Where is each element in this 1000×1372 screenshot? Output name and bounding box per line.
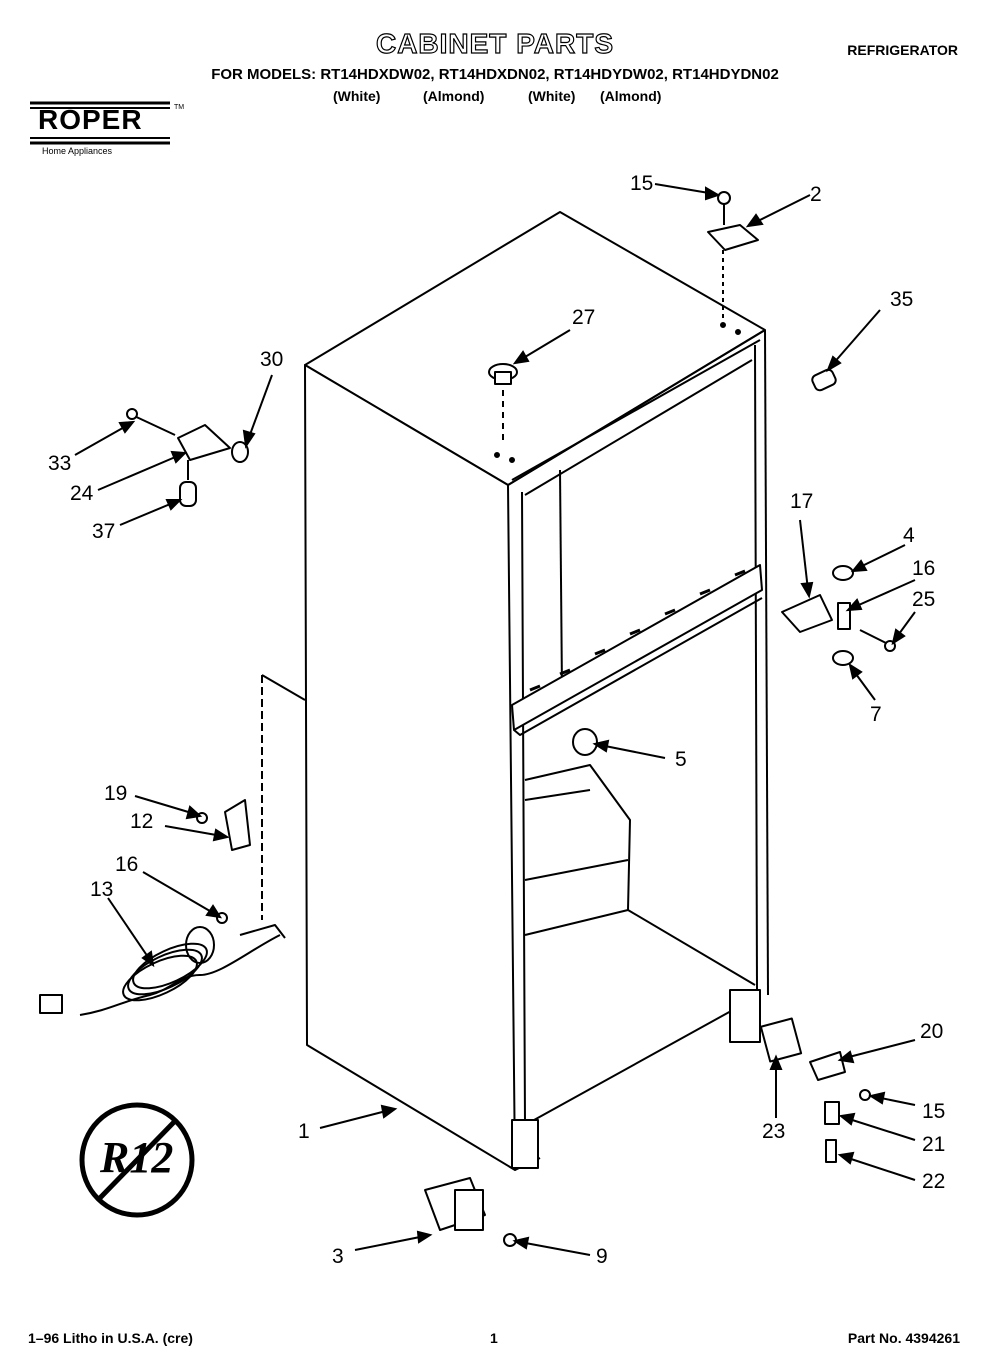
callout-25-screw: 25: [912, 588, 936, 611]
model-list: FOR MODELS: RT14HDXDW02, RT14HDXDN02, RT…: [211, 66, 779, 83]
part-24-handle-bracket: [126, 408, 249, 507]
callout-19-screw: 19: [104, 782, 128, 805]
callout-13-power-cord: 13: [90, 878, 114, 901]
callout-37-spacer: 37: [92, 520, 116, 543]
part-17-center-hinge: [781, 565, 896, 666]
callout-30-handle-nut: 30: [260, 348, 284, 371]
part-5-plug: [572, 728, 598, 756]
callout-15-top-screw: 15: [630, 172, 654, 195]
callout-3-leveling-bracket: 3: [332, 1245, 344, 1268]
model-variant-2: (Almond): [423, 88, 485, 104]
callout-20-bottom-hinge: 20: [920, 1020, 944, 1043]
page-title: CABINET PARTS: [375, 27, 615, 59]
part-13-power-cord: [39, 674, 306, 1016]
part-20-bottom-hinge: [759, 1017, 871, 1163]
part-27-plug: [488, 363, 518, 440]
callout-2-top-hinge: 2: [810, 183, 822, 206]
trademark-mark: TM: [174, 104, 185, 111]
callout-12-clip: 12: [130, 810, 154, 833]
appliance-category: REFRIGERATOR: [847, 42, 958, 58]
part-35-cap: [811, 368, 837, 392]
callout-4-washer: 4: [903, 524, 915, 547]
callout-24-bracket: 24: [70, 482, 94, 505]
callout-9-screw: 9: [596, 1245, 608, 1268]
part-12-clip: [196, 799, 251, 851]
callout-16-ground-screw: 16: [115, 853, 139, 876]
part-2-top-hinge: [707, 191, 759, 320]
model-variant-4: (Almond): [600, 88, 662, 104]
cabinet-body: [304, 211, 769, 1171]
callout-21-pin: 21: [922, 1133, 946, 1156]
callout-15-bottom-screw: 15: [922, 1100, 946, 1123]
brand-name: ROPER: [38, 104, 143, 135]
r12-emblem-text: R12: [100, 1133, 174, 1182]
brand-tagline: Home Appliances: [42, 146, 113, 156]
footer-part-number: Part No. 4394261: [847, 1330, 960, 1346]
callout-5-plug: 5: [675, 748, 687, 771]
brand-logo: [30, 101, 170, 145]
callout-16-pin: 16: [912, 557, 936, 580]
model-variant-1: (White): [333, 88, 381, 104]
r12-emblem: [79, 1102, 195, 1218]
part-3-leveling-bracket: [424, 1177, 517, 1247]
callout-27-plug: 27: [572, 306, 596, 329]
callout-22-screw: 22: [922, 1170, 946, 1193]
footer-page-number: 1: [490, 1330, 498, 1346]
callout-7-washer: 7: [870, 703, 882, 726]
model-variant-3: (White): [528, 88, 576, 104]
callout-23-shim: 23: [762, 1120, 786, 1143]
callout-1-cabinet: 1: [298, 1120, 310, 1143]
callout-35-cap: 35: [890, 288, 914, 311]
footer-print-info: 1–96 Litho in U.S.A. (cre): [28, 1330, 193, 1346]
callout-33-screw: 33: [48, 452, 72, 475]
callout-17-center-hinge: 17: [790, 490, 814, 513]
